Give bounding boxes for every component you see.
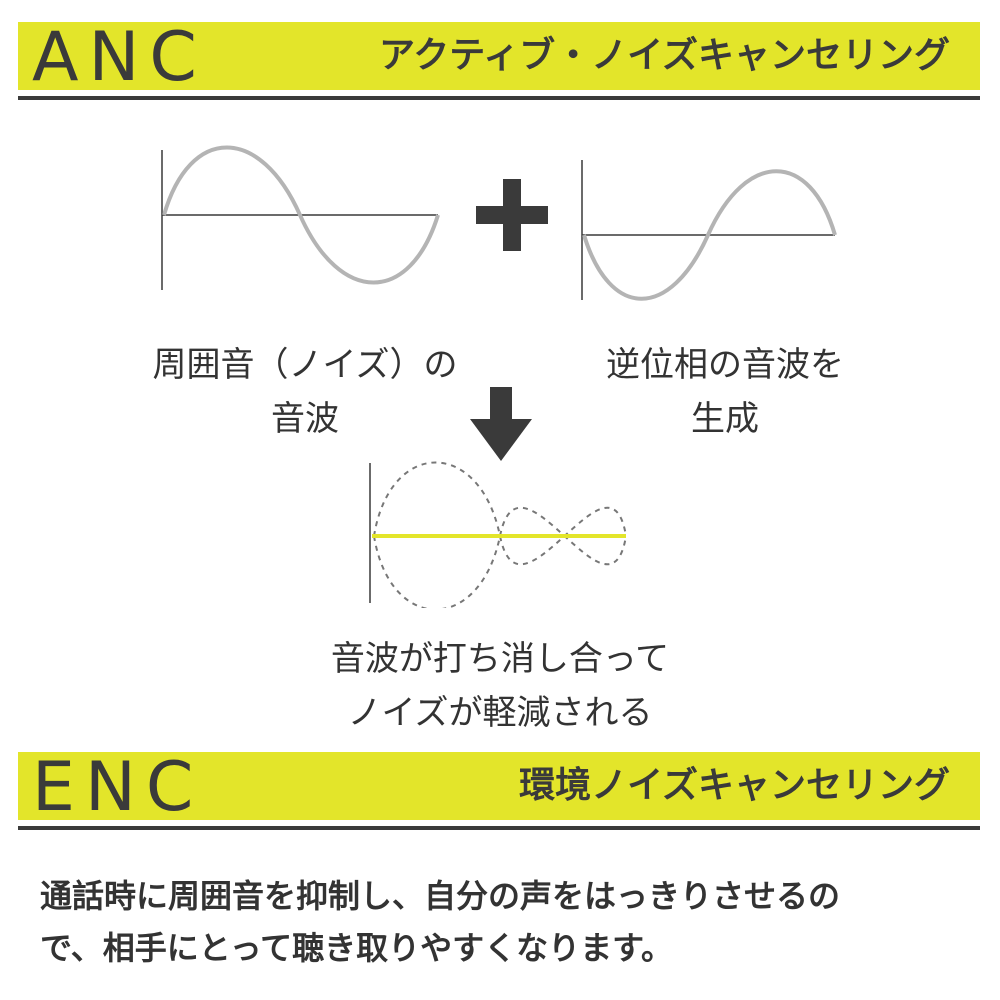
enc-title: 環境ノイズキャンセリング (519, 765, 950, 806)
result-caption-line2: ノイズが軽減される (347, 693, 653, 733)
result-caption: 音波が打ち消し合って ノイズが軽減される (245, 632, 755, 740)
antiphase-caption-line2: 生成 (691, 399, 759, 439)
antiphase-wave-graph (581, 160, 837, 301)
noise-caption: 周囲音（ノイズ）の 音波 (125, 338, 485, 446)
antiphase-caption: 逆位相の音波を 生成 (545, 338, 905, 446)
plus-icon (476, 179, 548, 251)
enc-abbreviation: ENC (32, 748, 204, 827)
noise-wave-curve (162, 145, 440, 285)
enc-description-line1: 通話時に周囲音を抑制し、自分の声をはっきりさせるの (40, 877, 841, 915)
noise-wave-graph (161, 145, 440, 290)
enc-description-line2: で、相手にとって聴き取りやすくなります。 (40, 929, 673, 967)
noise-caption-line2: 音波 (271, 399, 339, 439)
result-dashed-wave-upper (373, 461, 627, 566)
cancelled-wave-graph (369, 461, 627, 608)
anc-banner-background (18, 22, 980, 90)
noise-caption-line1: 周囲音（ノイズ）の (152, 345, 458, 385)
result-caption-line1: 音波が打ち消し合って (330, 639, 670, 679)
antiphase-caption-line1: 逆位相の音波を (606, 345, 844, 385)
result-dashed-wave-lower (373, 506, 627, 608)
enc-description: 通話時に周囲音を抑制し、自分の声をはっきりさせるの で、相手にとって聴き取りやす… (40, 870, 970, 974)
enc-banner-background (18, 752, 980, 820)
anc-banner-underline (18, 96, 980, 100)
anc-banner: ANC アクティブ・ノイズキャンセリング (18, 18, 980, 100)
anc-abbreviation: ANC (32, 18, 207, 97)
enc-banner-underline (18, 826, 980, 830)
anc-title: アクティブ・ノイズキャンセリング (379, 35, 950, 76)
enc-banner: ENC 環境ノイズキャンセリング (18, 748, 980, 830)
antiphase-wave-curve (582, 169, 837, 301)
arrow-down-icon (470, 387, 532, 461)
